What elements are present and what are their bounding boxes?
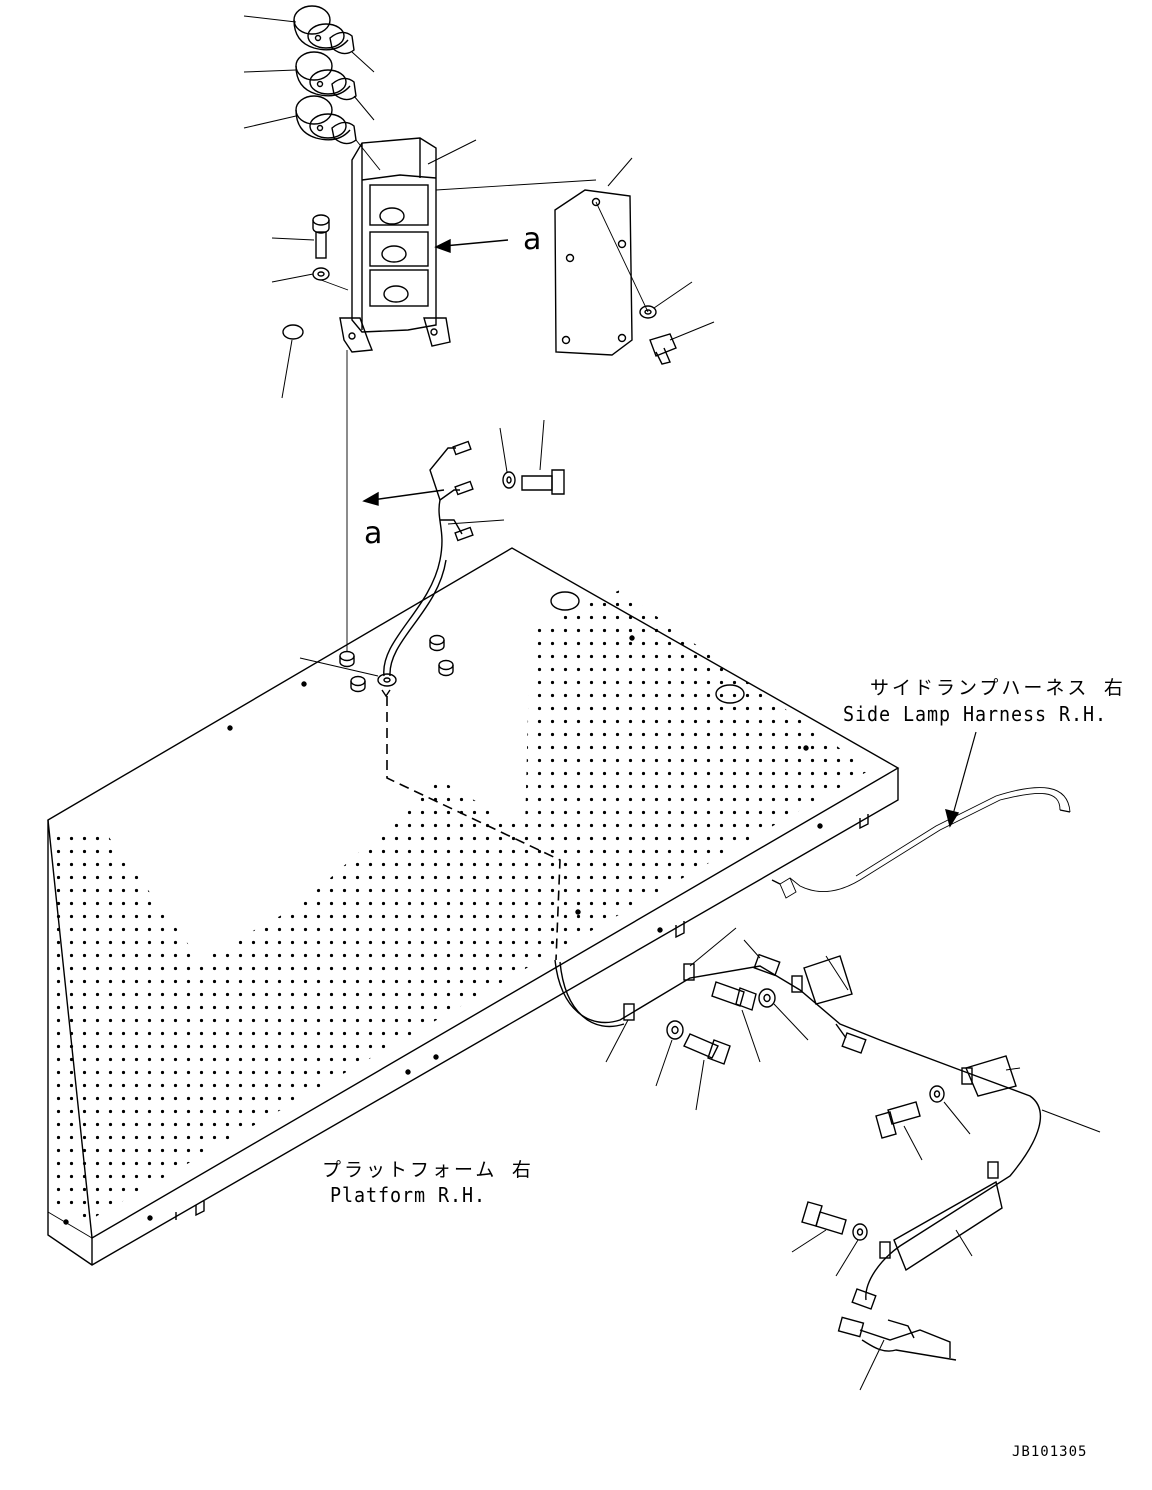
washer-lower-2 — [758, 988, 776, 1008]
lamp-bracket — [339, 137, 451, 353]
view-ref-upper: a — [523, 222, 542, 257]
bolt-upper-left — [312, 214, 330, 259]
lamp-harness-upper — [377, 440, 474, 698]
bolt-lower-1 — [683, 1033, 731, 1065]
bolt-lower-4 — [801, 1201, 847, 1235]
bolt-lower-3 — [875, 1101, 921, 1139]
platform-holes — [63, 591, 823, 1225]
side-lamp-bottom — [295, 95, 357, 145]
side-lamp-harness-label-en: Side Lamp Harness R.H. — [843, 702, 1107, 726]
side-lamp-harness-label-jp: サイドランプハーネス 右 — [870, 677, 1126, 699]
bolt-cover — [649, 333, 677, 365]
washer-lower-3 — [929, 1085, 945, 1103]
weld-nut — [429, 634, 445, 646]
washer-lower-1 — [666, 1020, 684, 1040]
weld-nut — [438, 659, 454, 671]
mating-connector — [837, 1316, 957, 1361]
washer-lower-4 — [852, 1223, 868, 1241]
view-ref-lower: a — [364, 516, 383, 551]
bolt-lower-2 — [711, 981, 757, 1011]
side-lamp-middle — [295, 51, 357, 101]
weld-nut — [339, 650, 355, 662]
side-lamp-harness — [771, 787, 1071, 899]
weld-nut — [350, 675, 366, 687]
platform-edge-brackets — [175, 814, 869, 1220]
platform-perforations — [48, 590, 870, 1220]
leader-lines — [243, 15, 1101, 1391]
clip-upper-left — [282, 324, 304, 340]
side-lamp-top — [293, 5, 355, 55]
drawing-number: JB101305 — [1012, 1444, 1088, 1460]
bolt-harness — [521, 469, 565, 495]
washer-harness — [502, 471, 516, 489]
platform-label-jp: プラットフォーム 右 — [322, 1159, 534, 1181]
platform-label-en: Platform R.H. — [330, 1183, 486, 1207]
washer-upper-left — [312, 267, 330, 281]
washer-cover — [639, 305, 657, 319]
cover-plate — [435, 179, 649, 356]
